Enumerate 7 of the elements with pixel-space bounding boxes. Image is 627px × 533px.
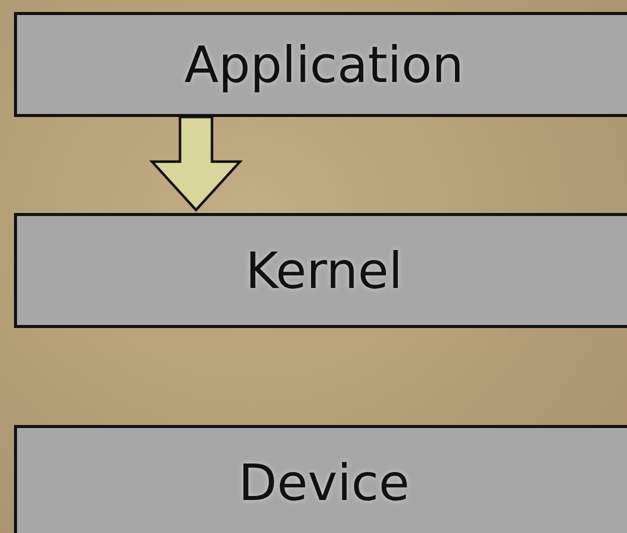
layer-box xyxy=(14,12,627,117)
layer-box xyxy=(14,213,627,328)
layer-box xyxy=(14,425,627,533)
block-arrow xyxy=(149,116,243,212)
layer-label: Device xyxy=(238,454,410,512)
layer-label: Application xyxy=(184,36,464,94)
layer-label: Kernel xyxy=(245,242,403,300)
